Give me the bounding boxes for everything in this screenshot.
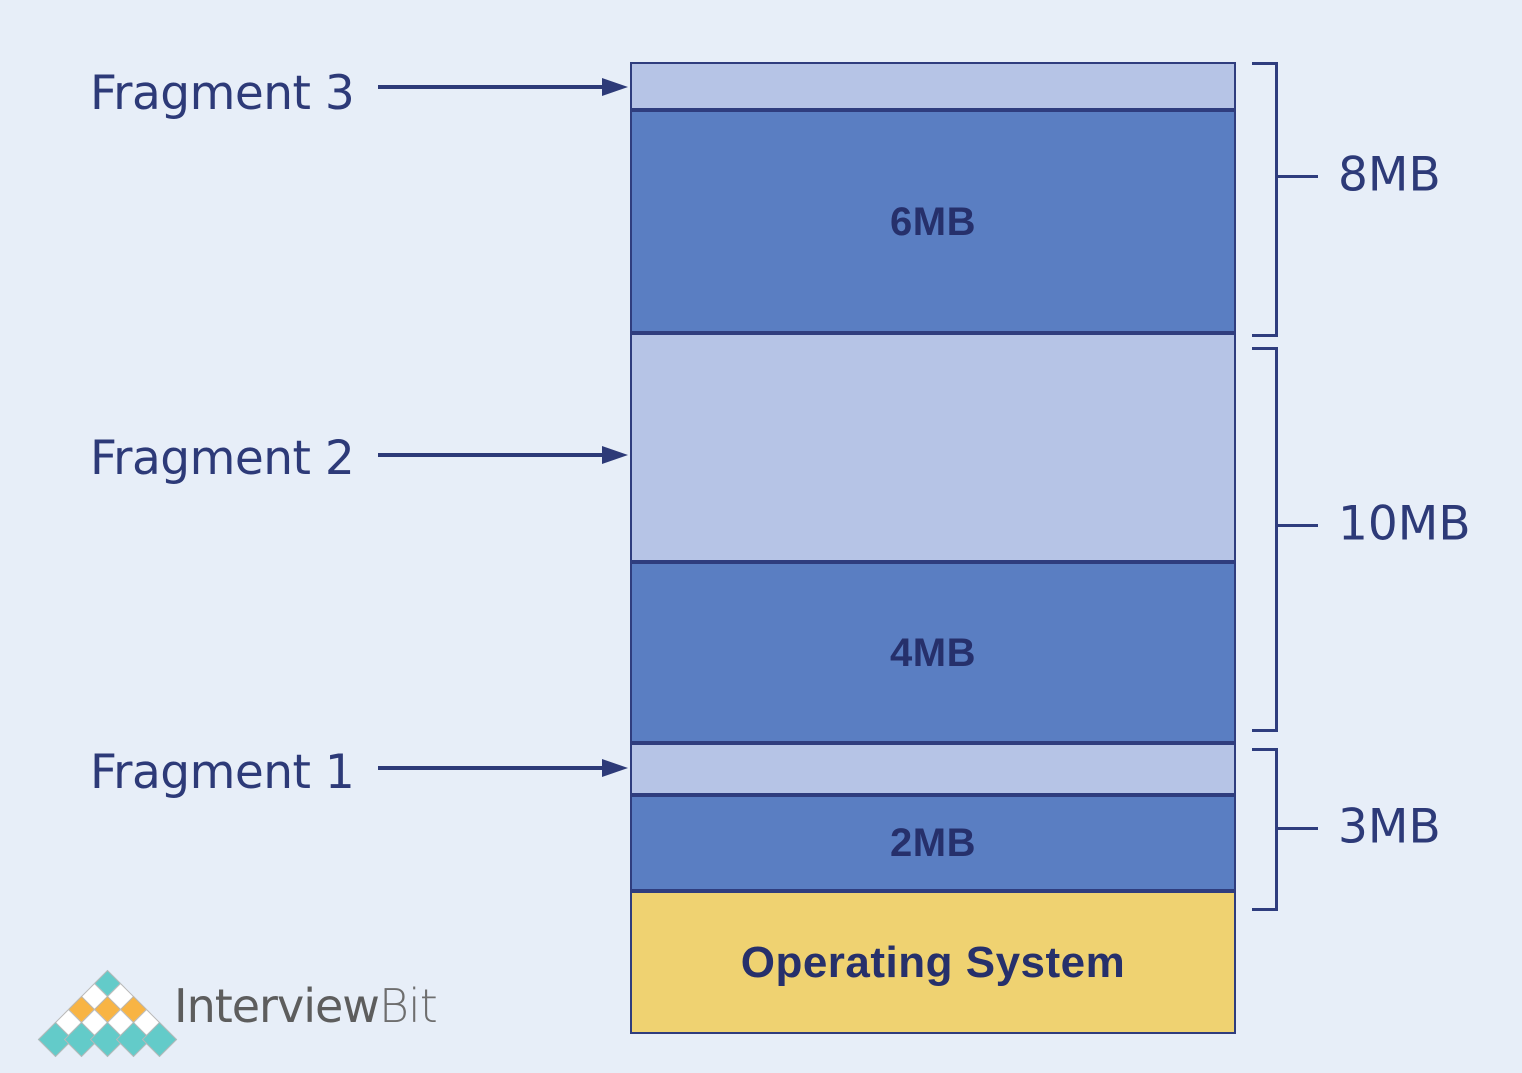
interviewbit-wordmark: InterviewBit xyxy=(174,983,438,1029)
bracket-8mb-label: 8MB xyxy=(1338,147,1441,203)
memory-block-fragment-2 xyxy=(630,333,1236,562)
bracket-10mb xyxy=(1252,347,1278,732)
interviewbit-logo: InterviewBit xyxy=(37,969,438,1058)
memory-block-label: 4MB xyxy=(890,630,976,675)
bracket-3mb-label: 3MB xyxy=(1338,799,1441,855)
bracket-10mb-label: 10MB xyxy=(1338,496,1471,552)
logo-text-thin: Bit xyxy=(378,979,438,1033)
memory-block-label: 2MB xyxy=(890,821,976,865)
fragment-1-arrow-icon xyxy=(378,758,628,778)
memory-block-operating-system: Operating System xyxy=(630,891,1236,1034)
memory-block-process-2mb: 2MB xyxy=(630,795,1236,891)
fragment-3-label: Fragment 3 xyxy=(90,65,355,121)
memory-block-fragment-1 xyxy=(630,743,1236,795)
memory-block-process-6mb: 6MB xyxy=(630,110,1236,333)
memory-block-fragment-3 xyxy=(630,62,1236,110)
bracket-10mb-tick xyxy=(1278,524,1318,527)
memory-block-label: Operating System xyxy=(740,937,1126,987)
fragment-3-arrow-icon xyxy=(378,77,628,97)
bracket-8mb-tick xyxy=(1278,175,1318,178)
bracket-3mb-tick xyxy=(1278,827,1318,830)
bracket-8mb xyxy=(1252,62,1278,337)
memory-block-process-4mb: 4MB xyxy=(630,562,1236,743)
fragment-2-arrow-icon xyxy=(378,445,628,465)
memory-block-label: 6MB xyxy=(890,199,976,244)
logo-text-bold: Interview xyxy=(174,979,380,1033)
fragment-2-label: Fragment 2 xyxy=(90,430,355,486)
fragment-3-callout: Fragment 3 xyxy=(90,63,355,123)
interviewbit-logo-mark-icon xyxy=(37,969,178,1058)
fragment-1-callout: Fragment 1 xyxy=(90,742,355,802)
fragment-1-label: Fragment 1 xyxy=(90,744,355,800)
fragment-2-callout: Fragment 2 xyxy=(90,428,355,488)
memory-column: 6MB 4MB 2MB Operating System xyxy=(630,62,1236,1034)
bracket-3mb xyxy=(1252,748,1278,911)
